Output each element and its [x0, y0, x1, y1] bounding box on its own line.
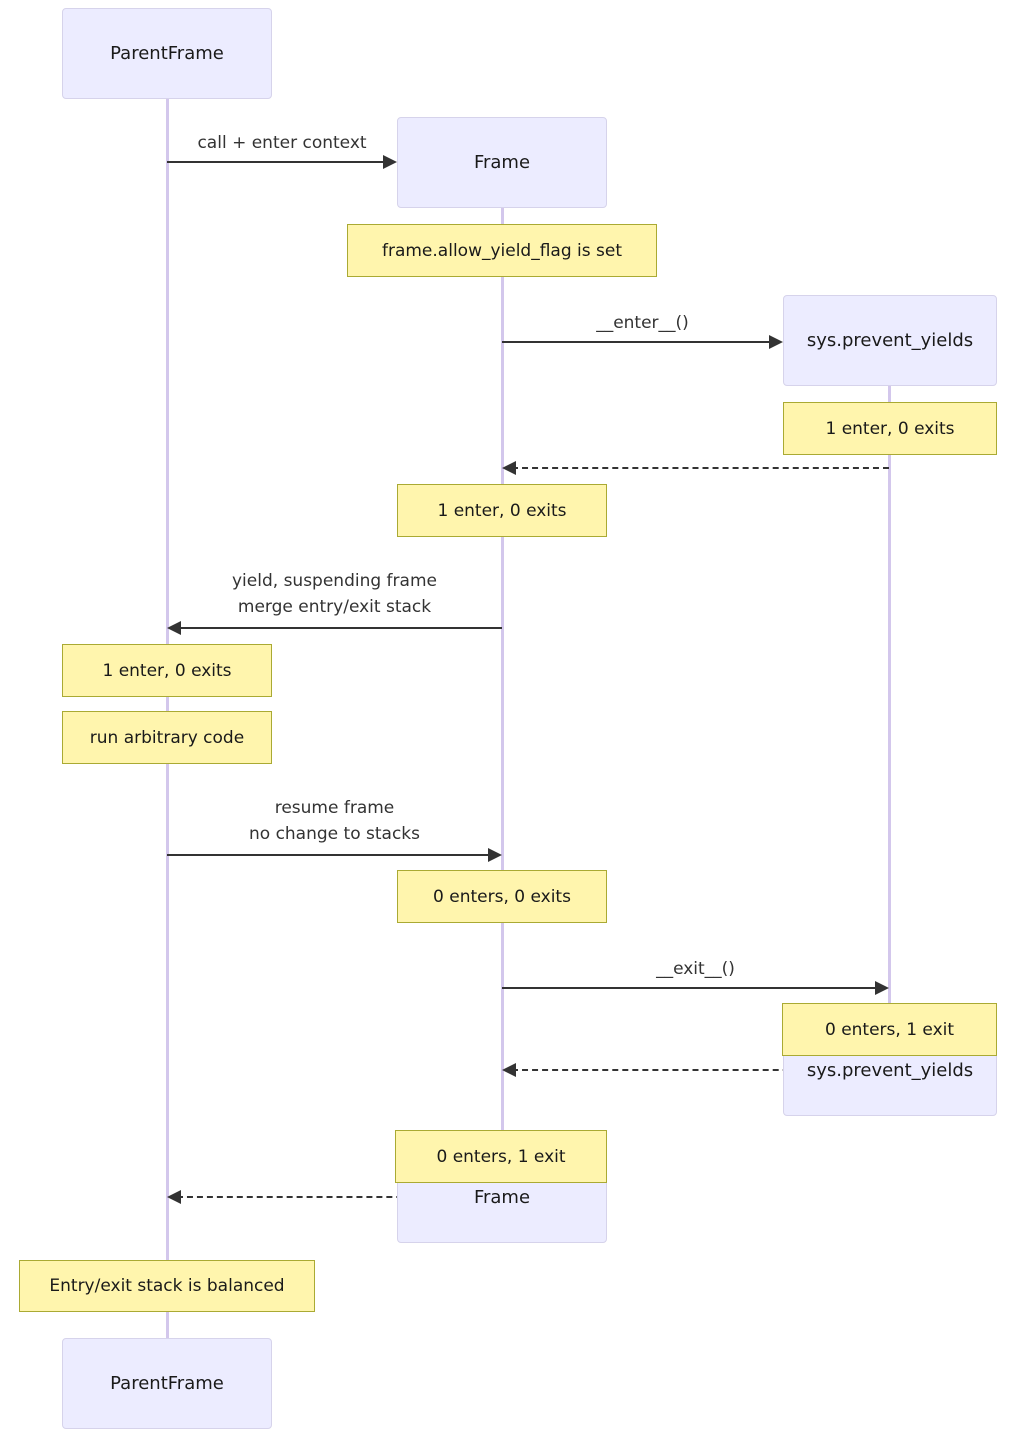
message-label: resume frame no change to stacks	[167, 795, 502, 847]
message-label-line: yield, suspending frame	[232, 571, 437, 591]
note-sys-1-enter-0-exits: 1 enter, 0 exits	[783, 402, 997, 455]
message-line	[512, 1069, 889, 1071]
message-label: __enter__()	[502, 310, 783, 336]
arrowhead-left-icon	[167, 1190, 181, 1204]
note-frame-1-enter-0-exits: 1 enter, 0 exits	[397, 484, 607, 537]
lifeline-sys-prevent-yields	[888, 386, 891, 1025]
participant-label: ParentFrame	[110, 43, 224, 64]
note-sys-0-enters-1-exit: 0 enters, 1 exit	[782, 1003, 997, 1056]
arrowhead-left-icon	[502, 1063, 516, 1077]
message-label: call + enter context	[167, 130, 397, 156]
message-label-line: call + enter context	[197, 133, 367, 153]
arrowhead-right-icon	[383, 155, 397, 169]
message-line	[167, 161, 387, 163]
note-text: 0 enters, 1 exit	[824, 1019, 955, 1040]
note-text: 1 enter, 0 exits	[825, 418, 955, 439]
participant-sys-prevent-yields-top: sys.prevent_yields	[783, 295, 997, 386]
message-label-line: __exit__()	[656, 959, 735, 979]
participant-frame-top: Frame	[397, 117, 607, 208]
note-text: 0 enters, 0 exits	[433, 886, 571, 907]
message-line	[177, 1196, 502, 1198]
message-label-line: merge entry/exit stack	[237, 597, 432, 617]
message-label-line: no change to stacks	[248, 824, 420, 844]
message-label-line: resume frame	[274, 798, 395, 818]
note-text: run arbitrary code	[89, 727, 245, 748]
participant-label: Frame	[473, 152, 531, 173]
participant-parentframe-top: ParentFrame	[62, 8, 272, 99]
note-text: 0 enters, 1 exit	[436, 1146, 566, 1167]
note-frame-0-enters-0-exits: 0 enters, 0 exits	[397, 870, 607, 923]
arrowhead-left-icon	[167, 621, 181, 635]
message-label-line: __enter__()	[596, 313, 689, 333]
note-run-arbitrary-code: run arbitrary code	[62, 711, 272, 764]
participant-label: Frame	[473, 1187, 531, 1208]
note-allow-yield-flag: frame.allow_yield_flag is set	[347, 224, 657, 277]
participant-parentframe-bottom: ParentFrame	[62, 1338, 272, 1429]
arrowhead-right-icon	[875, 981, 889, 995]
note-text: frame.allow_yield_flag is set	[381, 240, 623, 261]
participant-label: ParentFrame	[110, 1373, 224, 1394]
arrowhead-right-icon	[488, 848, 502, 862]
message-line	[177, 627, 502, 629]
message-line	[502, 341, 773, 343]
message-line	[167, 854, 492, 856]
note-text: 1 enter, 0 exits	[437, 500, 567, 521]
arrowhead-left-icon	[502, 461, 516, 475]
participant-label: sys.prevent_yields	[806, 1060, 974, 1081]
note-text: Entry/exit stack is balanced	[49, 1276, 285, 1296]
message-line	[502, 987, 879, 989]
lifeline-frame	[501, 208, 504, 1152]
note-stack-balanced: Entry/exit stack is balanced	[19, 1260, 315, 1312]
note-frame-0-enters-1-exit: 0 enters, 1 exit	[395, 1130, 607, 1183]
note-text: 1 enter, 0 exits	[102, 660, 232, 681]
arrowhead-right-icon	[769, 335, 783, 349]
participant-label: sys.prevent_yields	[806, 330, 974, 351]
note-parent-1-enter-0-exits: 1 enter, 0 exits	[62, 644, 272, 697]
message-label: yield, suspending frame merge entry/exit…	[167, 568, 502, 620]
message-line	[512, 467, 889, 469]
message-label: __exit__()	[502, 956, 889, 982]
